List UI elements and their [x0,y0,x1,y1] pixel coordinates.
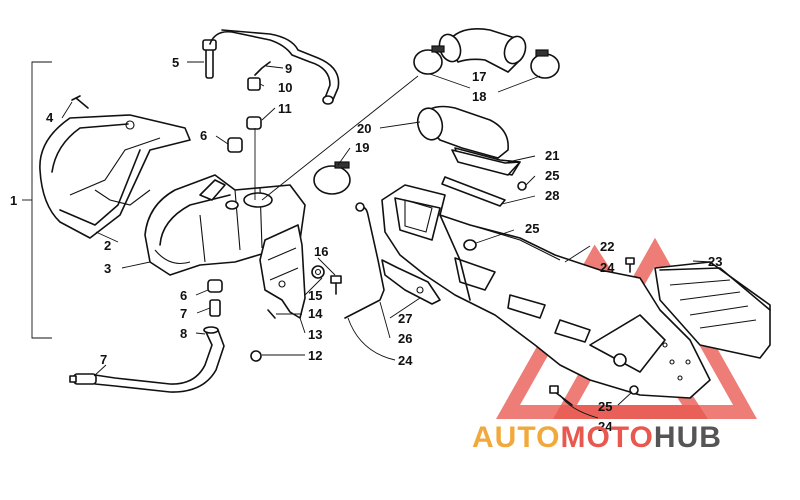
rod-26 [344,202,385,319]
grommet-6-upper [227,137,243,153]
nut-25-upper [517,181,527,191]
callout-26: 26 [398,331,412,346]
callout-5: 5 [172,55,179,70]
callout-25-lower: 25 [598,399,612,414]
callout-3: 3 [104,261,111,276]
callout-17: 17 [472,69,486,84]
fitting-7-upper [209,299,221,317]
callout-21: 21 [545,148,559,163]
grommet-11 [246,116,262,130]
bolt-14 [267,309,276,319]
callout-7-upper: 7 [180,306,187,321]
callout-labels: 1 2 3 4 5 6 6 7 7 8 9 10 11 12 13 14 15 … [10,55,722,434]
callout-10: 10 [278,80,292,95]
callout-22: 22 [600,239,614,254]
callout-19: 19 [355,140,369,155]
intake-duct [381,184,711,399]
leader-lines [61,61,713,419]
callout-27: 27 [398,311,412,326]
callout-12: 12 [308,348,322,363]
screw-24-right [625,257,635,273]
watermark-moto: MOTO [560,421,653,454]
callout-14: 14 [308,306,323,321]
callout-6-upper: 6 [200,128,207,143]
callout-7-lower: 7 [100,352,107,367]
callout-9: 9 [285,61,292,76]
watermark-hub: HUB [654,421,722,454]
clamp-18-right [530,49,560,79]
callout-15: 15 [308,288,322,303]
grommet-6-lower [207,279,223,293]
bolt-16 [330,275,342,295]
bracket-27 [381,259,441,305]
callout-6-lower: 6 [180,288,187,303]
clamp-18-left [413,45,445,75]
pad-21 [451,149,521,176]
fitting-5 [202,39,217,79]
vent-hose-9 [209,29,340,105]
callout-4: 4 [46,110,54,125]
nut-12 [250,350,262,362]
callout-13: 13 [308,327,322,342]
mount-bracket-13 [259,224,306,319]
watermark-auto: AUTO [472,421,560,454]
callout-28: 28 [545,188,559,203]
silencer-cover [39,114,191,239]
callout-20: 20 [357,121,371,136]
callout-16: 16 [314,244,328,259]
callout-2: 2 [104,238,111,253]
clamp-19 [313,161,351,195]
callout-24-lower: 24 [598,419,613,434]
callout-24-right: 24 [600,260,615,275]
callout-24-mid: 24 [398,353,413,368]
assembly-bracket [22,61,52,339]
callout-1: 1 [10,193,17,208]
callout-25-upper: 25 [545,168,559,183]
fitting-7-lower [69,373,97,385]
screw-4 [71,95,89,109]
washer-15 [311,265,325,279]
filter-element-23 [654,261,771,359]
callout-23: 23 [708,254,722,269]
callout-8: 8 [180,326,187,341]
watermark-text: AUTOMOTOHUB [472,421,722,454]
drain-hose-8 [94,326,225,393]
coupler-17 [438,28,527,73]
screw-24-lower [549,385,573,406]
strip-28 [441,176,506,207]
callout-25-mid: 25 [525,221,539,236]
callout-18: 18 [472,89,486,104]
callout-11: 11 [278,101,292,116]
